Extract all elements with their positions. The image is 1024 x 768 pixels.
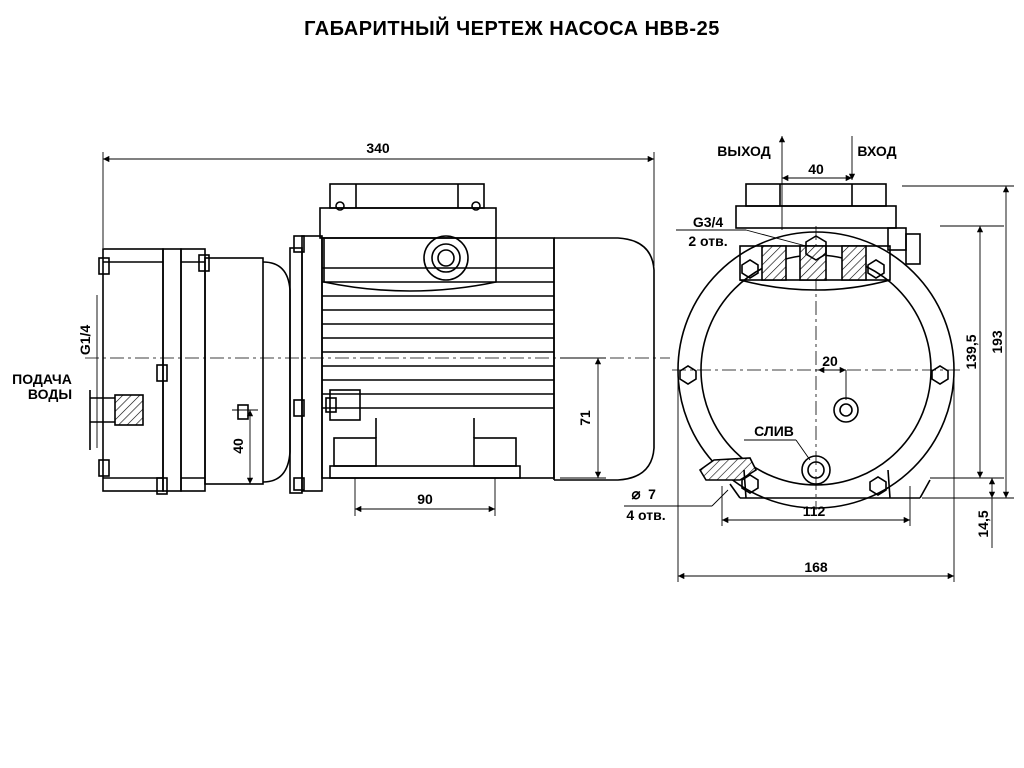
drain-label: СЛИВ bbox=[754, 423, 794, 439]
dim-offset: 20 bbox=[822, 353, 838, 369]
bolt-head bbox=[156, 364, 168, 382]
bolt-head bbox=[198, 254, 210, 272]
bolt-head bbox=[293, 399, 305, 417]
terminal-box bbox=[319, 183, 497, 292]
hole-count-label: 4 отв. bbox=[626, 507, 665, 523]
dim-total-height: 193 bbox=[989, 330, 1005, 354]
shaft-boss bbox=[833, 397, 859, 423]
bolt-hex-icon bbox=[679, 365, 697, 385]
bolt-head bbox=[237, 404, 249, 420]
front-view-dimensions bbox=[624, 135, 1014, 582]
side-view bbox=[85, 183, 670, 495]
cable-gland-icon bbox=[423, 235, 469, 281]
drawing-title: ГАБАРИТНЫЙ ЧЕРТЕЖ НАСОСА НВВ-25 bbox=[304, 18, 720, 40]
bolt-hex-icon bbox=[741, 259, 759, 279]
screw-icon bbox=[335, 201, 345, 211]
dim-port-spacing: 40 bbox=[808, 161, 824, 177]
inlet-thread-label: G1/4 bbox=[77, 325, 93, 356]
bolt-hex-icon bbox=[741, 474, 759, 494]
inlet-port bbox=[89, 390, 144, 450]
dim-width: 168 bbox=[804, 559, 828, 575]
bolt-hex-icon bbox=[805, 235, 827, 261]
bolt-head bbox=[98, 257, 110, 275]
front-view bbox=[672, 183, 960, 510]
dim-feet-spacing: 90 bbox=[417, 491, 433, 507]
hole-diameter-label: 7 bbox=[648, 486, 656, 502]
fan-cover bbox=[553, 237, 655, 481]
pump-head bbox=[98, 248, 249, 495]
bolt-hex-icon bbox=[867, 259, 885, 279]
bolt-head bbox=[293, 235, 305, 253]
dim-axis-height: 139,5 bbox=[963, 334, 979, 369]
bolt-head bbox=[98, 459, 110, 477]
dim-foot-height: 14,5 bbox=[975, 510, 991, 537]
side-view-dimensions bbox=[96, 152, 655, 516]
bolt-head bbox=[293, 477, 305, 491]
dim-length: 340 bbox=[366, 140, 390, 156]
motor-feet bbox=[329, 418, 521, 479]
drain-plug bbox=[801, 455, 831, 485]
motor-flange-outer bbox=[677, 231, 955, 509]
port-thread-label: G3/4 bbox=[693, 214, 724, 230]
inlet-label: ВХОД bbox=[857, 143, 896, 159]
inlet-label-line1: ПОДАЧА bbox=[12, 371, 72, 387]
screw-icon bbox=[471, 201, 481, 211]
dim-axis-height: 71 bbox=[577, 410, 593, 426]
diameter-symbol: ⌀ bbox=[631, 486, 640, 503]
port-count-label: 2 отв. bbox=[688, 233, 727, 249]
side-fitting bbox=[905, 233, 921, 265]
bolt-hex-icon bbox=[869, 476, 887, 496]
bolt-hex-icon bbox=[931, 365, 949, 385]
inlet-label-line2: ВОДЫ bbox=[28, 386, 72, 402]
outlet-label: ВЫХОД bbox=[717, 143, 770, 159]
dim-inlet-height: 40 bbox=[230, 438, 246, 454]
bolt-head bbox=[156, 477, 168, 495]
bolt-head bbox=[325, 397, 337, 413]
dim-holes-spacing: 112 bbox=[803, 503, 826, 519]
adapter-body bbox=[204, 235, 323, 494]
front-pump-head bbox=[735, 183, 897, 291]
front-base bbox=[698, 457, 931, 499]
